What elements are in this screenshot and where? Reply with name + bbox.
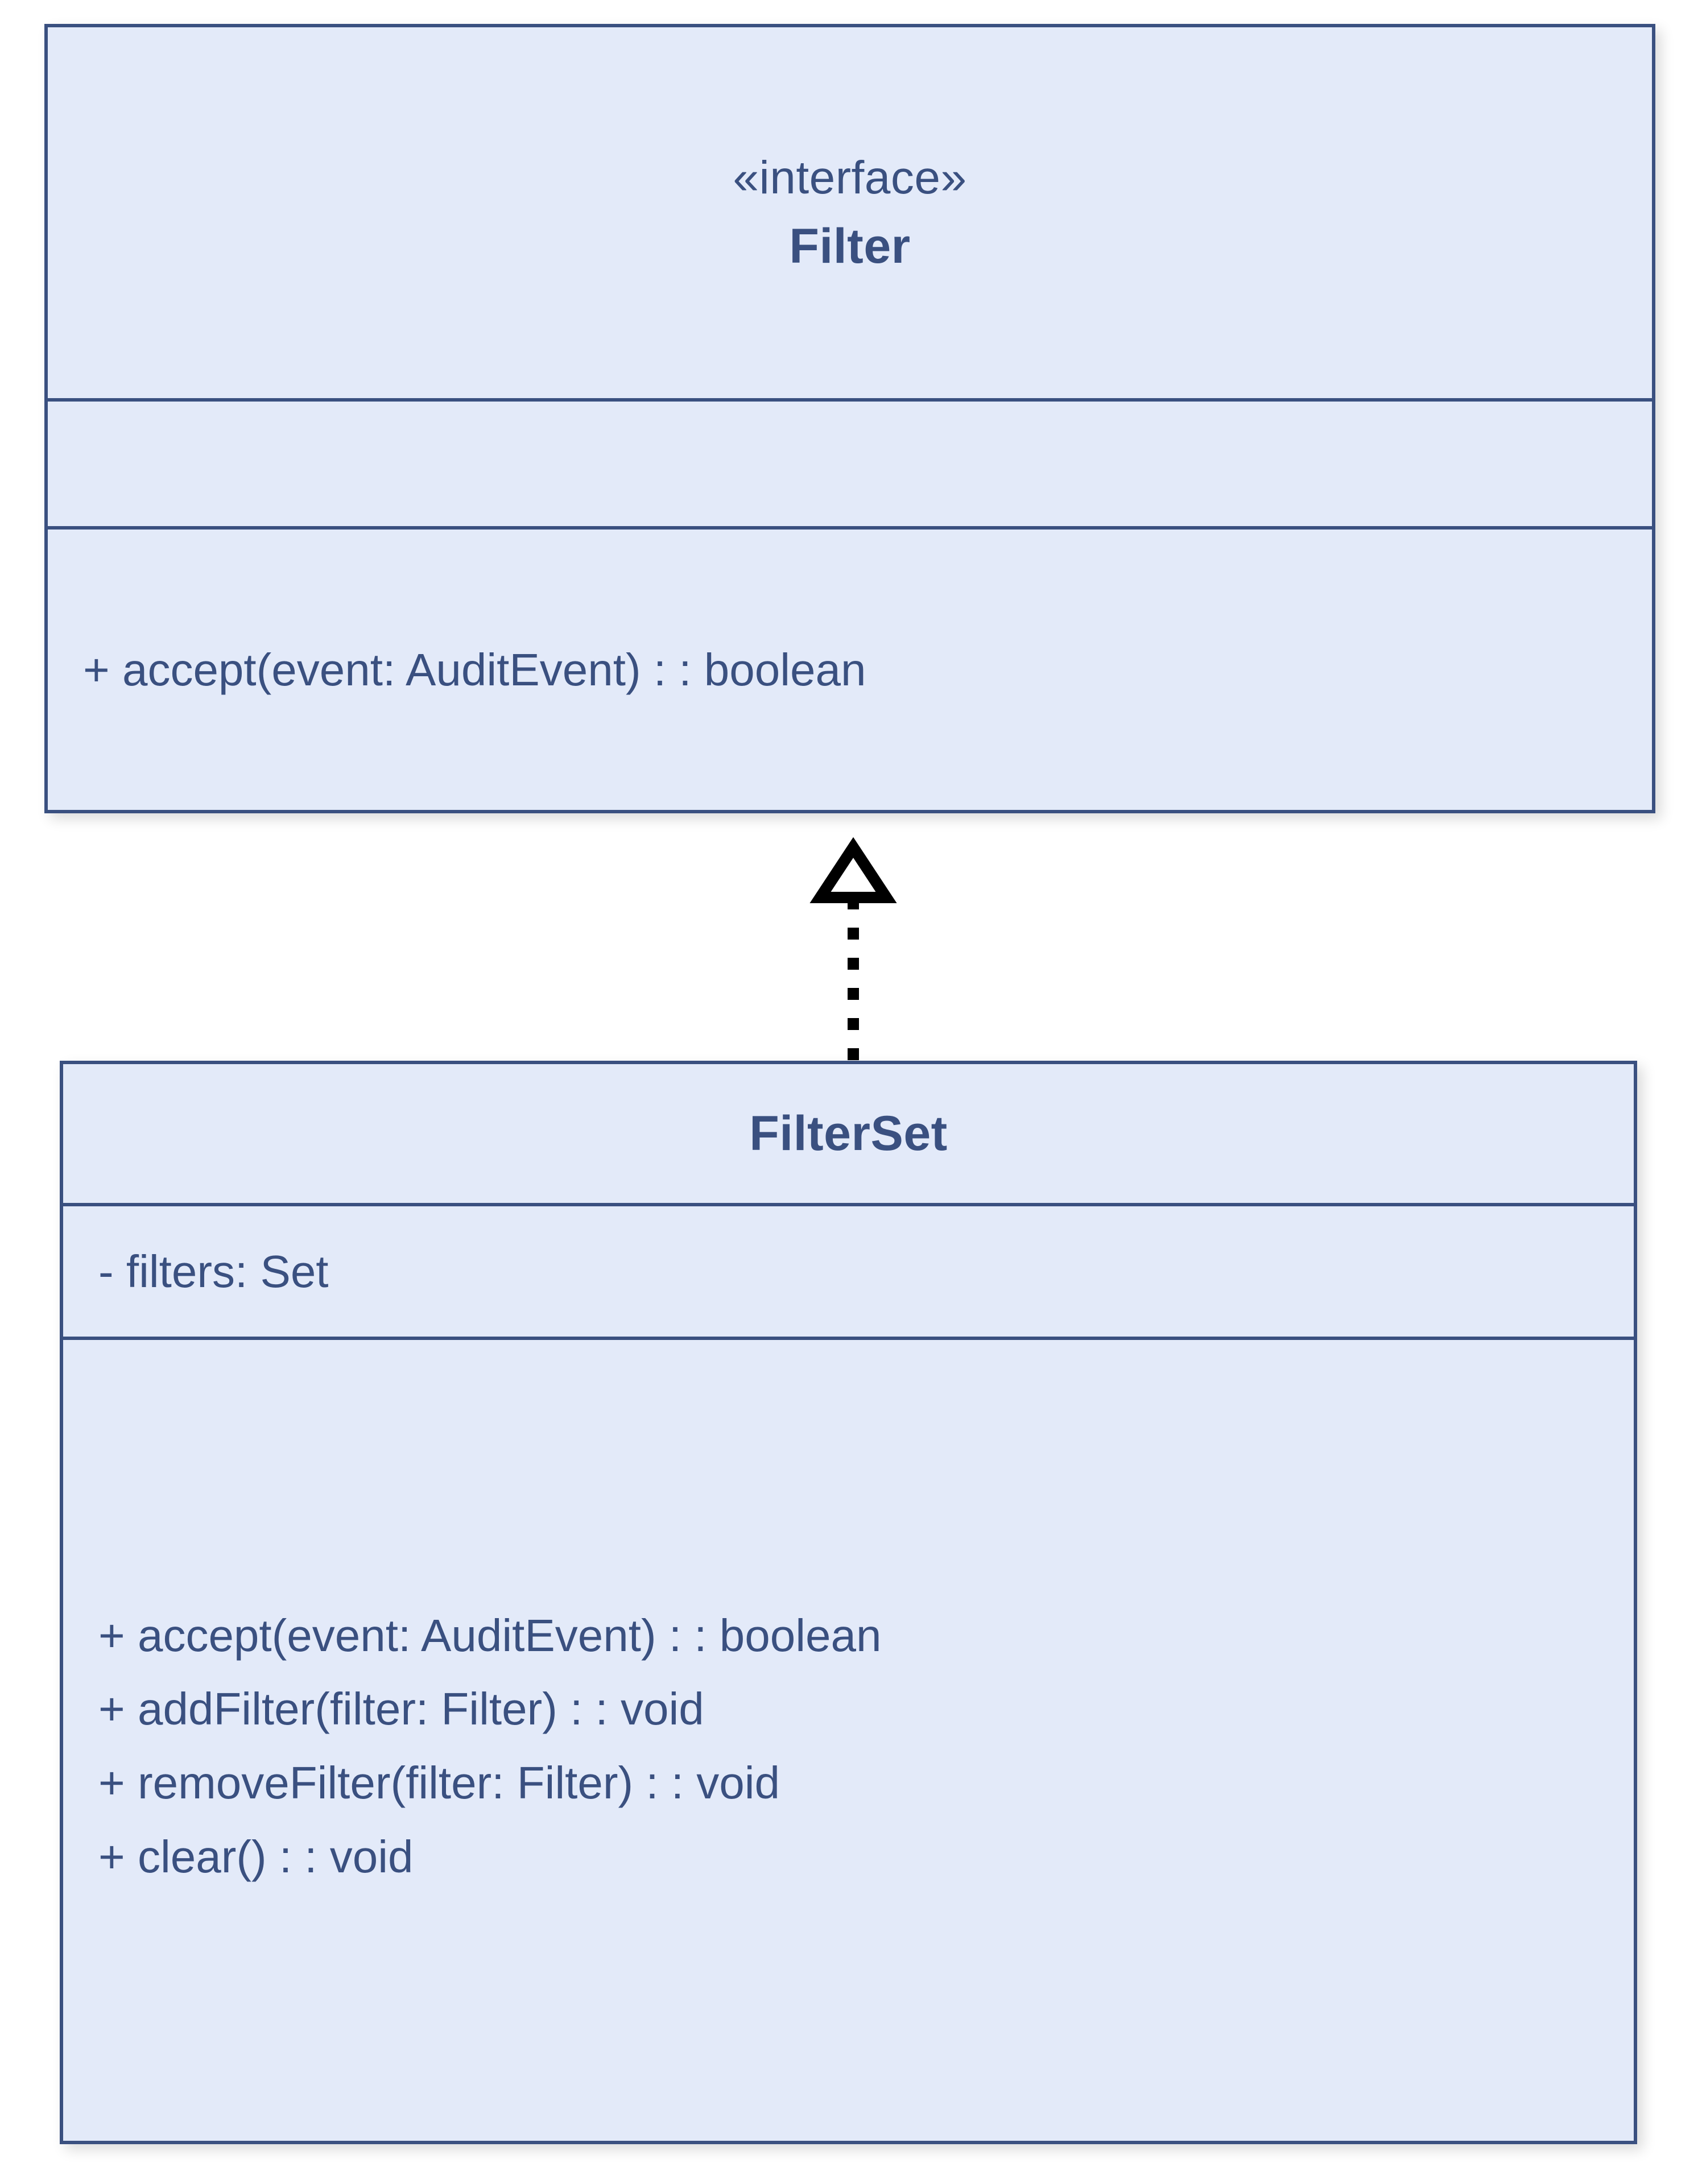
uml-class-filterset[interactable]: FilterSet - filters: Set + accept(event:…: [60, 1061, 1637, 2144]
filterset-attribute-filters: - filters: Set: [98, 1246, 329, 1297]
filterset-method-addfilter: + addFilter(filter: Filter) : : void: [98, 1684, 704, 1735]
realization-connector: [785, 836, 922, 1064]
filterset-method-clear: + clear() : : void: [98, 1831, 414, 1882]
filter-stereotype-label: «interface»: [733, 151, 967, 204]
filterset-methods-compartment: + accept(event: AuditEvent) : : boolean …: [63, 1337, 1634, 2141]
filter-class-name: Filter: [789, 218, 911, 274]
filterset-attributes-compartment: - filters: Set: [63, 1203, 1634, 1337]
uml-class-filter[interactable]: «interface» Filter + accept(event: Audit…: [44, 24, 1655, 813]
filter-attributes-compartment: [48, 398, 1652, 526]
filter-methods-compartment: + accept(event: AuditEvent) : : boolean: [48, 526, 1652, 810]
filterset-title-compartment: FilterSet: [63, 1064, 1634, 1203]
filterset-method-removefilter: + removeFilter(filter: Filter) : : void: [98, 1757, 780, 1808]
filter-method-accept: + accept(event: AuditEvent) : : boolean: [83, 644, 866, 695]
filterset-class-name: FilterSet: [749, 1106, 948, 1161]
filter-title-compartment: «interface» Filter: [48, 27, 1652, 398]
filterset-method-accept: + accept(event: AuditEvent) : : boolean: [98, 1610, 882, 1661]
realization-hollow-triangle-arrowhead: [809, 837, 897, 903]
